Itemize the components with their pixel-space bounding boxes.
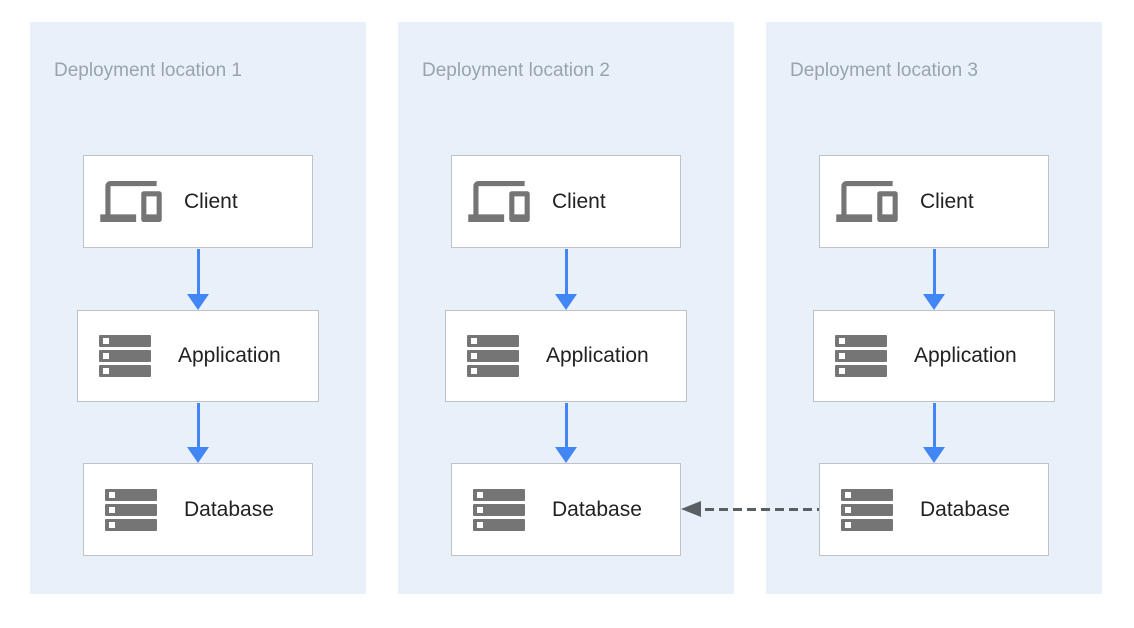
arrow-line <box>564 403 568 447</box>
arrow-line <box>196 403 200 447</box>
panel-title: Deployment location 2 <box>422 60 610 81</box>
deployment-location-1-panel: Deployment location 1 Client Application <box>30 22 366 594</box>
arrow-database-replication <box>681 501 819 518</box>
server-stack-icon <box>836 488 898 531</box>
devices-icon <box>100 181 162 222</box>
arrow-client-to-application <box>923 249 945 310</box>
server-stack-icon <box>100 488 162 531</box>
deployment-location-2-panel: Deployment location 2 Client Application <box>398 22 734 594</box>
client-node: Client <box>819 155 1049 248</box>
devices-icon <box>468 181 530 222</box>
server-stack-icon <box>468 488 530 531</box>
panel-title: Deployment location 1 <box>54 60 242 81</box>
node-label: Client <box>552 189 606 213</box>
database-node: Database <box>83 463 313 556</box>
arrow-head-icon <box>187 294 209 310</box>
arrow-client-to-application <box>187 249 209 310</box>
deployment-location-3-panel: Deployment location 3 Client Application <box>766 22 1102 594</box>
devices-icon <box>836 181 898 222</box>
server-stack-icon <box>830 335 892 377</box>
node-label: Database <box>920 497 1010 521</box>
arrow-line <box>564 249 568 294</box>
arrow-head-icon <box>555 447 577 463</box>
arrow-application-to-database <box>555 403 577 463</box>
arrow-line <box>932 249 936 294</box>
node-label: Database <box>552 497 642 521</box>
node-label: Client <box>920 189 974 213</box>
node-label: Application <box>546 344 649 367</box>
database-node: Database <box>819 463 1049 556</box>
arrow-application-to-database <box>923 403 945 463</box>
arrow-application-to-database <box>187 403 209 463</box>
node-label: Application <box>178 344 281 367</box>
panel-title: Deployment location 3 <box>790 60 978 81</box>
server-stack-icon <box>94 335 156 377</box>
node-label: Database <box>184 497 274 521</box>
dashed-arrow-line <box>700 508 819 511</box>
arrow-head-icon <box>681 501 701 517</box>
node-label: Application <box>914 344 1017 367</box>
arrow-line <box>932 403 936 447</box>
arrow-line <box>196 249 200 294</box>
arrow-head-icon <box>187 447 209 463</box>
database-node: Database <box>451 463 681 556</box>
arrow-head-icon <box>555 294 577 310</box>
application-node: Application <box>813 310 1055 402</box>
server-stack-icon <box>462 335 524 377</box>
client-node: Client <box>451 155 681 248</box>
application-node: Application <box>77 310 319 402</box>
arrow-head-icon <box>923 447 945 463</box>
node-label: Client <box>184 189 238 213</box>
arrow-client-to-application <box>555 249 577 310</box>
client-node: Client <box>83 155 313 248</box>
application-node: Application <box>445 310 687 402</box>
arrow-head-icon <box>923 294 945 310</box>
